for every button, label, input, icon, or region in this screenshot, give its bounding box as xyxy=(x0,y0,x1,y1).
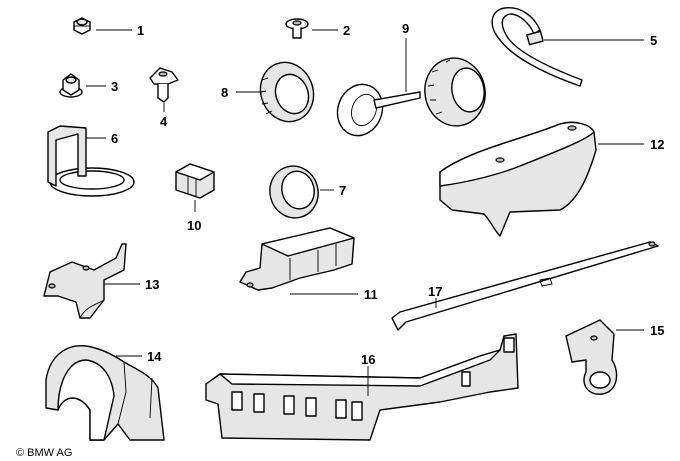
part-14-guard[interactable] xyxy=(45,345,165,441)
label-7[interactable]: 7 xyxy=(339,183,346,198)
label-10[interactable]: 10 xyxy=(187,218,201,233)
label-15[interactable]: 15 xyxy=(650,323,664,338)
label-8[interactable]: 8 xyxy=(221,85,228,100)
part-11-cable-holder[interactable] xyxy=(239,227,355,291)
label-11[interactable]: 11 xyxy=(364,287,378,302)
label-9[interactable]: 9 xyxy=(402,21,409,36)
label-2[interactable]: 2 xyxy=(343,23,350,38)
label-4[interactable]: 4 xyxy=(160,114,168,129)
part-10-connector[interactable] xyxy=(175,163,215,199)
label-6[interactable]: 6 xyxy=(111,131,118,146)
label-12[interactable]: 12 xyxy=(650,137,664,152)
part-13-bracket[interactable] xyxy=(43,243,127,319)
label-14[interactable]: 14 xyxy=(147,349,162,364)
part-7-ring-nut[interactable] xyxy=(264,161,324,224)
part-17-strap[interactable] xyxy=(391,241,659,331)
label-1[interactable]: 1 xyxy=(137,23,144,38)
part-6-holder[interactable] xyxy=(47,125,135,197)
part-15-ring-bracket[interactable] xyxy=(565,319,618,395)
label-13[interactable]: 13 xyxy=(145,277,159,292)
part-9-grommet-assembly[interactable] xyxy=(330,53,490,142)
part-3-flange-nut[interactable] xyxy=(59,73,83,98)
label-3[interactable]: 3 xyxy=(111,79,118,94)
label-5[interactable]: 5 xyxy=(650,33,657,48)
part-16-carrier[interactable] xyxy=(205,333,519,441)
label-16[interactable]: 16 xyxy=(361,352,375,367)
part-2-expanding-rivet[interactable] xyxy=(285,18,309,39)
part-4-clip[interactable] xyxy=(149,67,179,103)
copyright-text: © BMW AG xyxy=(16,447,72,459)
part-8-grommet[interactable] xyxy=(252,55,321,129)
part-5-cable-tie[interactable] xyxy=(491,7,583,87)
label-17[interactable]: 17 xyxy=(428,284,442,299)
part-12-cover[interactable] xyxy=(439,121,597,237)
part-1-hex-nut[interactable] xyxy=(73,17,91,35)
